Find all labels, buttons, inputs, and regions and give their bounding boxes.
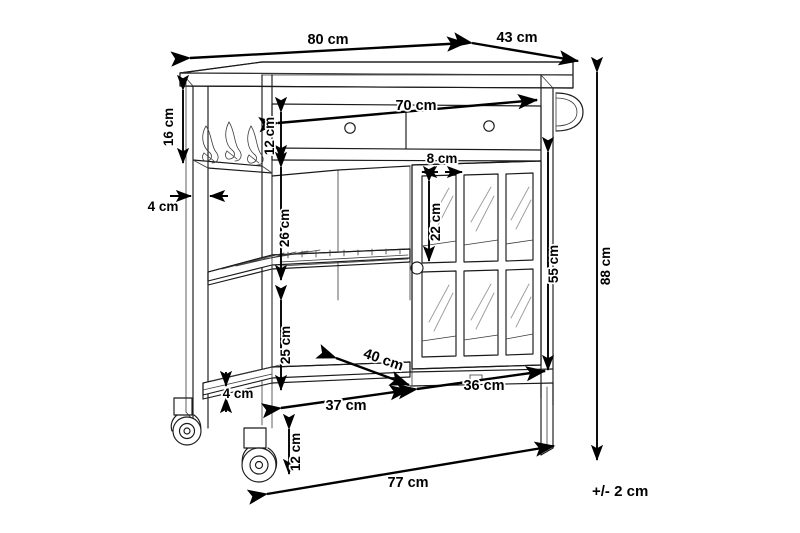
dim-base-width: 77 cm xyxy=(246,441,556,505)
dim-top-width: 80 cm xyxy=(170,30,468,67)
hook-2 xyxy=(225,121,242,162)
dim-top-depth-label: 43 cm xyxy=(496,30,537,46)
tolerance-note: +/- 2 cm xyxy=(592,483,648,500)
dim-drawer-height-label: 12 cm xyxy=(262,117,277,155)
hook-1 xyxy=(202,125,219,164)
dim-hook-rail-height: 16 cm xyxy=(159,74,190,164)
dim-post-width: 4 cm xyxy=(146,189,228,216)
dim-total-height: 88 cm xyxy=(590,56,615,461)
dim-caster-height: 12 cm xyxy=(282,413,305,475)
towel-bar xyxy=(555,92,584,132)
dim-top-width-label: 80 cm xyxy=(307,32,348,48)
dim-lower-shelf-height: 25 cm xyxy=(274,284,295,391)
dim-board-thickness-label: 4 cm xyxy=(223,386,254,401)
dim-top-depth: 43 cm xyxy=(451,28,580,66)
dim-cabinet-height-label: 55 cm xyxy=(546,245,561,283)
dim-door-width: 36 cm xyxy=(396,366,547,400)
slatted-shelf xyxy=(207,248,411,286)
dim-post-width-label: 4 cm xyxy=(148,199,179,214)
glass-door xyxy=(410,160,542,370)
dim-pane-width-label: 8 cm xyxy=(427,151,458,166)
dim-base-width-label: 77 cm xyxy=(387,475,428,491)
dim-lower-shelf-width: 37 cm xyxy=(260,385,411,419)
dimension-annotations: 80 cm 43 cm 70 cm 12 cm 16 cm 4 cm xyxy=(146,28,648,505)
dim-lower-shelf-height-label: 25 cm xyxy=(278,326,293,364)
hook-rail xyxy=(192,121,273,174)
worktop xyxy=(179,61,574,89)
dim-cabinet-height: 55 cm xyxy=(541,136,563,371)
dim-pane-height-label: 22 cm xyxy=(428,203,443,241)
dim-total-height-label: 88 cm xyxy=(598,247,613,285)
body-right-top-link xyxy=(540,74,554,89)
dim-drawer-width-label: 70 cm xyxy=(395,98,436,114)
dim-board-thickness: 4 cm xyxy=(219,370,255,414)
dim-pane-width: 8 cm xyxy=(421,149,463,179)
cabinet-interior xyxy=(271,159,411,385)
dim-drawer-width: 70 cm xyxy=(258,94,539,133)
hook-3 xyxy=(247,125,264,166)
dim-pane-height: 22 cm xyxy=(422,165,445,262)
dim-drawer-height: 12 cm xyxy=(260,96,288,161)
dim-lower-shelf-width-label: 37 cm xyxy=(325,398,366,414)
dim-open-shelf-height-label: 26 cm xyxy=(277,209,292,247)
cabinet-door-knob xyxy=(410,261,424,275)
dim-door-width-label: 36 cm xyxy=(463,378,504,394)
dim-open-shelf-height: 26 cm xyxy=(274,151,294,281)
caster-rear xyxy=(170,397,202,446)
dim-caster-height-label: 12 cm xyxy=(288,433,303,471)
dim-hook-rail-height-label: 16 cm xyxy=(161,108,176,146)
